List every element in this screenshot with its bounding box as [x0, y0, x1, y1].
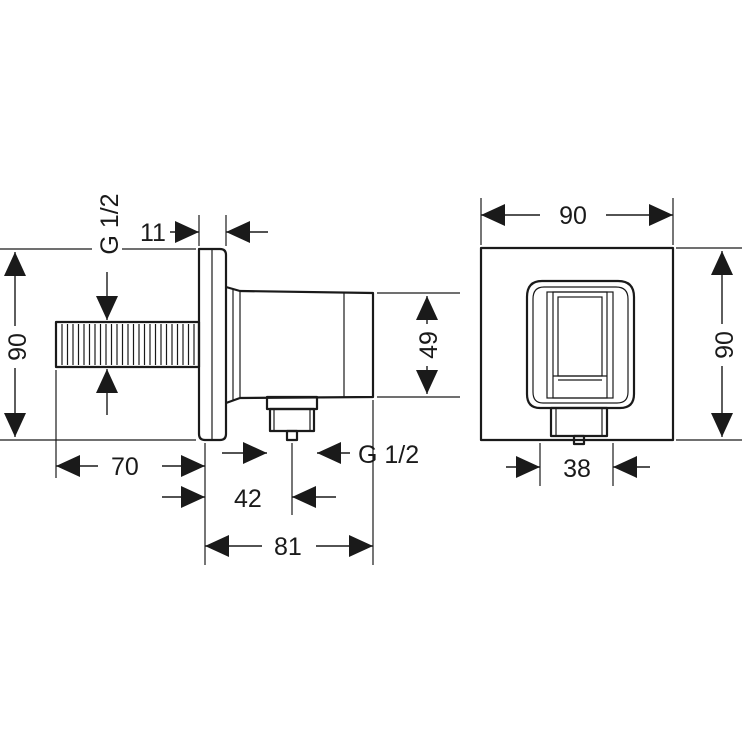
- label-inlet-thread: G 1/2: [96, 193, 124, 254]
- label-outlet-offset: 42: [234, 485, 262, 513]
- label-body-height: 49: [415, 331, 443, 359]
- dim-pipe-length: 70: [56, 453, 205, 481]
- front-extension-lines: [480, 198, 742, 486]
- side-extension-lines: [0, 215, 460, 565]
- wall-plate: [479, 246, 675, 442]
- label-outlet-thread: G 1/2: [358, 441, 419, 469]
- wall-flange: [197, 247, 228, 442]
- label-body-depth: 81: [274, 533, 302, 561]
- dim-outlet-thread: G 1/2: [222, 441, 419, 469]
- front-view: 90 90 38: [479, 198, 742, 486]
- label-pipe-length: 70: [111, 453, 139, 481]
- label-front-height: 90: [711, 331, 739, 359]
- label-overall-height: 90: [4, 333, 32, 361]
- label-outlet-width: 38: [563, 455, 591, 483]
- pipe-thread-lines: [61, 324, 195, 365]
- outlet-body: [225, 285, 375, 405]
- label-flange-thickness: 11: [140, 219, 166, 247]
- dim-body-depth: 81: [205, 533, 373, 561]
- front-outlet-connector: [549, 406, 609, 446]
- label-front-width: 90: [559, 202, 587, 230]
- inlet-pipe: [54, 320, 201, 369]
- dim-outlet-width: 38: [506, 455, 650, 483]
- dim-overall-height: 90: [3, 252, 32, 437]
- dim-flange-thickness: 11: [140, 219, 268, 247]
- outlet-connector: [265, 395, 319, 442]
- dim-outlet-offset: 42: [162, 485, 336, 513]
- side-view: 90 G 1/2 11 49: [0, 180, 460, 565]
- holder-cradle: [525, 279, 636, 410]
- dim-front-height: 90: [709, 251, 739, 437]
- dim-inlet-thread: G 1/2: [92, 180, 124, 415]
- dim-body-height: 49: [414, 296, 443, 394]
- dim-front-width: 90: [481, 202, 673, 230]
